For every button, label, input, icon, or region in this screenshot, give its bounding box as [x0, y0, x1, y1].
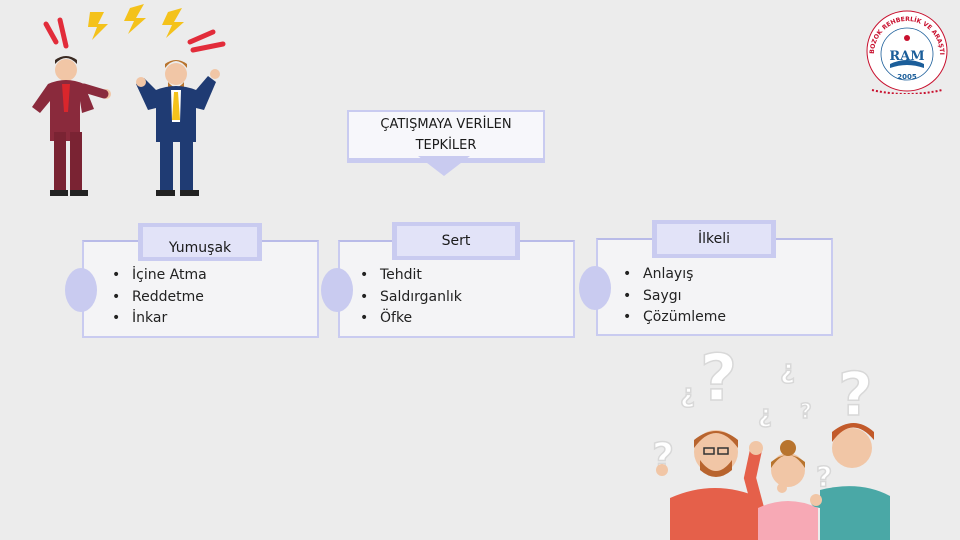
list-item: •İçine Atma	[112, 267, 207, 283]
list-item: •Çözümleme	[623, 309, 726, 325]
category-marker-sert	[321, 268, 353, 312]
ram-logo: BOZOK REHBERLİK VE ARAŞTIRMA MERKEZİ RAM…	[862, 4, 952, 94]
list-item: •Anlayış	[623, 266, 694, 282]
list-item: •Saygı	[623, 287, 682, 304]
diagram-title-line2: TEPKİLER	[415, 138, 477, 153]
diagram-title-box: ÇATIŞMAYA VERİLEN TEPKİLER	[347, 110, 545, 160]
thinking-people-illustration: ? ? ? ¿ ¿ ¿ ? ?	[640, 330, 900, 540]
title-pointer	[418, 156, 470, 176]
svg-text:?: ?	[838, 360, 873, 430]
category-marker-yumusak	[65, 268, 97, 312]
arguing-men-illustration	[18, 2, 233, 202]
list-item: •Tehdit	[360, 267, 422, 283]
logo-year: 2005	[897, 73, 917, 81]
svg-text:?: ?	[816, 460, 832, 493]
list-item: •Saldırganlık	[360, 288, 462, 305]
category-title-yumusak: Yumuşak	[143, 227, 257, 257]
logo-initials: RAM	[889, 49, 924, 64]
svg-text:?: ?	[700, 342, 737, 416]
svg-text:¿: ¿	[758, 400, 772, 428]
category-marker-ilkeli	[579, 266, 611, 310]
category-list-sert: •Tehdit •Saldırganlık •Öfke	[360, 265, 462, 330]
category-title-ilkeli: İlkeli	[657, 224, 771, 254]
diagram-title-line1: ÇATIŞMAYA VERİLEN	[380, 117, 512, 132]
svg-text:¿: ¿	[680, 379, 695, 409]
category-title-sert: Sert	[397, 226, 515, 256]
category-tab-sert: Sert	[392, 222, 520, 260]
category-tab-yumusak: Yumuşak	[138, 223, 262, 261]
category-list-yumusak: •İçine Atma •Reddetme •İnkar	[112, 265, 207, 330]
list-item: •Öfke	[360, 310, 413, 326]
list-item: •İnkar	[112, 310, 168, 326]
svg-text:¿: ¿	[780, 355, 795, 385]
category-tab-ilkeli: İlkeli	[652, 220, 776, 258]
svg-text:?: ?	[800, 399, 812, 423]
category-list-ilkeli: •Anlayış •Saygı •Çözümleme	[623, 264, 726, 329]
list-item: •Reddetme	[112, 288, 204, 305]
